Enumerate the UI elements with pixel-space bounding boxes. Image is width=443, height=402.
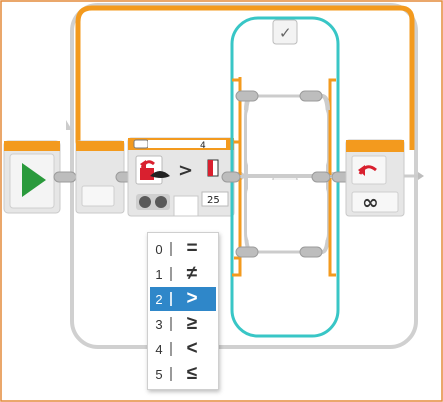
sequence-plug	[311, 171, 331, 183]
play-icon	[22, 163, 46, 197]
dropdown-option-less-equal[interactable]: 5 ≤	[150, 362, 216, 386]
loop-mode-infinity[interactable]: ∞	[362, 190, 379, 214]
greater-equal-symbol: ≥	[186, 313, 198, 334]
option-divider	[170, 242, 172, 256]
less-symbol: <	[186, 338, 198, 359]
option-index: 5	[155, 366, 163, 382]
switch-sensor-block[interactable]: 4 > 25	[127, 137, 235, 217]
case-plug	[299, 246, 323, 258]
comparison-dropdown[interactable]: 0 = 1 ≠ 2 > 3 ≥ 4 < 5 ≤	[147, 232, 219, 390]
port-value[interactable]: 25	[207, 195, 220, 206]
option-index: 0	[155, 241, 163, 257]
mode-port-icon[interactable]	[155, 196, 167, 208]
loop-end-block[interactable]: ∞	[345, 139, 405, 217]
dropdown-option-greater[interactable]: 2 >	[150, 287, 216, 311]
mode-port-icon[interactable]	[139, 196, 151, 208]
sequence-plug	[221, 171, 241, 183]
less-equal-symbol: ≤	[186, 363, 198, 384]
option-index: 3	[155, 316, 163, 332]
case-plug	[235, 90, 259, 102]
start-block[interactable]	[3, 140, 61, 214]
switch-true-tab[interactable]	[272, 19, 298, 45]
dropdown-anchor	[173, 195, 199, 217]
option-index: 4	[155, 341, 163, 357]
dropdown-option-greater-equal[interactable]: 3 ≥	[150, 312, 216, 336]
loop-threshold-value[interactable]: 4	[200, 141, 206, 151]
loop-index-tag	[133, 139, 149, 149]
loop-start-block[interactable]	[75, 140, 125, 214]
check-icon: ✓	[279, 24, 292, 42]
equal-symbol: =	[186, 238, 198, 259]
case-plug	[299, 90, 323, 102]
option-divider	[170, 267, 172, 281]
comparison-symbol[interactable]: >	[178, 160, 193, 181]
dropdown-option-not-equal[interactable]: 1 ≠	[150, 262, 216, 286]
dropdown-option-equal[interactable]: 0 =	[150, 237, 216, 261]
option-divider	[170, 292, 172, 306]
option-index: 2	[155, 291, 163, 307]
option-divider	[170, 317, 172, 331]
option-divider	[170, 342, 172, 356]
not-equal-symbol: ≠	[186, 263, 198, 284]
dropdown-option-less[interactable]: 4 <	[150, 337, 216, 361]
case-plug	[235, 246, 259, 258]
greater-symbol: >	[186, 288, 198, 309]
loop-tab	[66, 120, 72, 130]
option-divider	[170, 367, 172, 381]
sequence-plug	[53, 171, 77, 183]
motor-icon	[150, 171, 170, 178]
loop-data-wire	[75, 5, 415, 150]
branch-line	[321, 176, 330, 254]
option-index: 1	[155, 266, 163, 282]
